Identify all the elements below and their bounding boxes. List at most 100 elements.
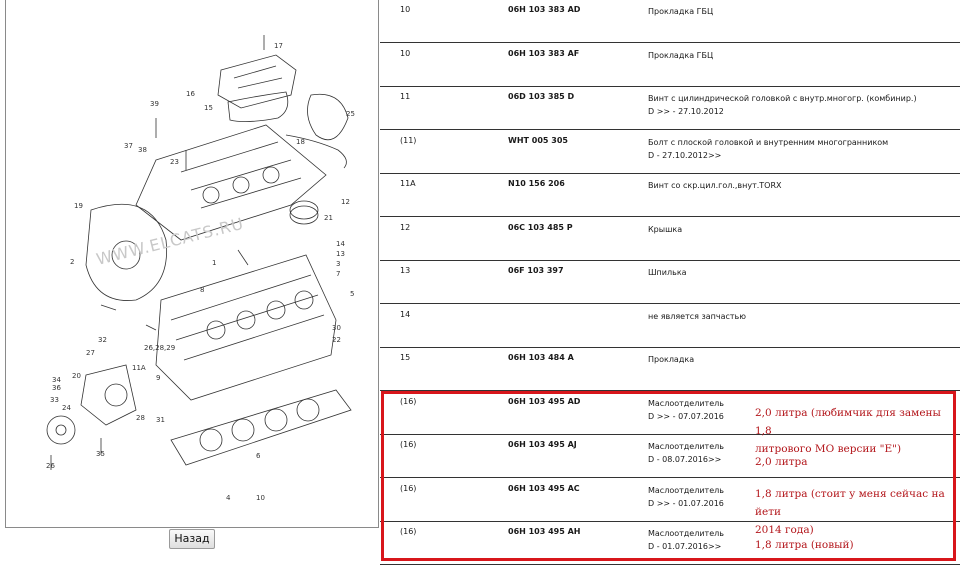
row-separator (380, 520, 960, 522)
description-text: Болт с плоской головкой и внутренним мно… (648, 137, 889, 147)
part-number-cell[interactable]: 06H 103 495 AH (508, 527, 581, 536)
part-number-cell[interactable]: 06H 103 495 AC (508, 483, 580, 493)
position-cell: (16) (400, 483, 417, 493)
callout-number: 19 (74, 202, 83, 210)
callout-number: 2 (70, 258, 74, 266)
callout-number: 26,28,29 (144, 344, 175, 352)
callout-number: 27 (86, 349, 95, 357)
row-separator (380, 303, 960, 304)
description-text: Маслоотделитель (648, 485, 724, 495)
annotation-3-line2: 2014 года) (755, 524, 814, 536)
row-separator (380, 42, 960, 43)
position-cell: 10 (400, 5, 411, 14)
table-row: (16) 06H 103 495 AD Маслоотделитель D >> - … (380, 392, 960, 435)
description-text: Винт со скр.цил.гол.,внут.TORX (648, 181, 782, 190)
callout-number: 6 (256, 452, 261, 460)
watermark-text: WWW.ELCATS.RU (94, 214, 246, 269)
date-note: D >> - 07.07.2016 (648, 411, 724, 421)
description-text: Крышка (648, 224, 683, 234)
description-cell: не является запчастью (648, 310, 948, 323)
annotation-2: 2,0 литра (755, 453, 955, 471)
callout-number: 32 (98, 336, 107, 344)
date-note: D - 27.10.2012>> (648, 150, 722, 160)
callout-number: 34 (52, 376, 61, 384)
callout-number: 36 (52, 384, 61, 392)
part-number-cell[interactable]: 06H 103 383 AF (508, 48, 580, 58)
annotation-1: 2,0 литра (любимчик для замены 1,8 литро… (755, 404, 955, 458)
callout-number: 12 (341, 198, 350, 206)
callout-number: 7 (336, 270, 340, 278)
part-number-cell[interactable]: WHT 005 305 (508, 135, 568, 145)
row-separator (380, 564, 960, 565)
table-row: 11 06D 103 385 D Винт с цилиндрической гол… (380, 87, 960, 130)
back-button[interactable]: Назад (169, 529, 215, 549)
description-cell: Маслоотделитель D - 01.07.2016>> (648, 527, 948, 553)
part-number-cell[interactable]: 06H 103 495 AJ (508, 440, 577, 449)
part-number-cell[interactable]: 06H 103 495 AD (508, 396, 581, 406)
position-cell: (16) (400, 440, 417, 449)
table-row: 11A N10 156 206 Винт со скр.цил.гол.,внут.… (380, 174, 960, 217)
description-text: Маслоотделитель (648, 442, 724, 451)
part-number-cell[interactable]: 06F 103 397 (508, 266, 564, 275)
callout-number: 9 (156, 374, 160, 382)
row-separator (380, 172, 960, 174)
callout-number: 15 (204, 104, 213, 112)
callout-number: 13 (336, 250, 345, 258)
callout-number: 4 (226, 494, 231, 502)
callout-number: 1 (212, 259, 216, 267)
callout-number: 3 (336, 260, 340, 268)
description-cell: Маслоотделитель D >> - 07.07.2016 (648, 397, 948, 423)
position-cell: 11A (400, 179, 416, 188)
callout-number: 21 (324, 214, 333, 222)
part-number-cell[interactable]: 06C 103 485 P (508, 222, 573, 232)
callout-number: 22 (332, 336, 341, 344)
description-text: Прокладка ГБЦ (648, 50, 714, 60)
callout-number: 25 (346, 110, 355, 118)
table-row: 13 06F 103 397 Шпилька (380, 261, 960, 304)
date-note: D - 08.07.2016>> (648, 455, 722, 464)
position-cell: 13 (400, 266, 411, 275)
description-cell: Винт со скр.цил.гол.,внут.TORX (648, 179, 948, 192)
callout-number: 23 (170, 158, 179, 166)
callout-number: 11A (132, 364, 146, 372)
description-text: Винт с цилиндрической головкой с внутр.м… (648, 94, 917, 103)
callout-number: 17 (274, 42, 283, 50)
description-cell: Крышка (648, 223, 948, 236)
position-cell: 12 (400, 222, 411, 232)
description-text: Маслоотделитель (648, 398, 724, 408)
callout-number: 37 (124, 142, 133, 150)
part-number-cell[interactable]: 06H 103 484 A (508, 353, 574, 362)
callout-number: 38 (138, 146, 147, 154)
row-separator (380, 259, 960, 261)
description-cell: Шпилька (648, 266, 948, 279)
callout-number: 8 (200, 286, 204, 294)
position-cell: 11 (400, 92, 411, 101)
part-number-cell[interactable]: 06H 103 383 AD (508, 5, 581, 14)
description-text: не является запчастью (648, 311, 747, 321)
position-cell: (16) (400, 396, 417, 406)
row-separator (380, 346, 960, 348)
date-note: D - 01.07.2016>> (648, 542, 722, 551)
description-cell: Прокладка ГБЦ (648, 49, 948, 62)
annotation-4: 1,8 литра (новый) (755, 536, 955, 554)
description-cell: Болт с плоской головкой и внутренним мно… (648, 136, 948, 162)
description-text: Маслоотделитель (648, 529, 724, 538)
table-row: 12 06C 103 485 P Крышка (380, 218, 960, 261)
annotation-1-line1: 2,0 литра (любимчик для замены 1,8 (755, 407, 941, 437)
part-number-cell[interactable]: N10 156 206 (508, 179, 565, 188)
callout-number: 16 (186, 90, 195, 98)
description-text: Шпилька (648, 268, 687, 277)
description-cell: Маслоотделитель D - 08.07.2016>> (648, 440, 948, 466)
callout-number: 28 (136, 414, 145, 422)
part-number-cell[interactable]: 06D 103 385 D (508, 92, 575, 101)
row-separator (380, 390, 960, 391)
row-separator (380, 85, 960, 87)
annotation-2-line1: 2,0 литра (755, 456, 808, 468)
